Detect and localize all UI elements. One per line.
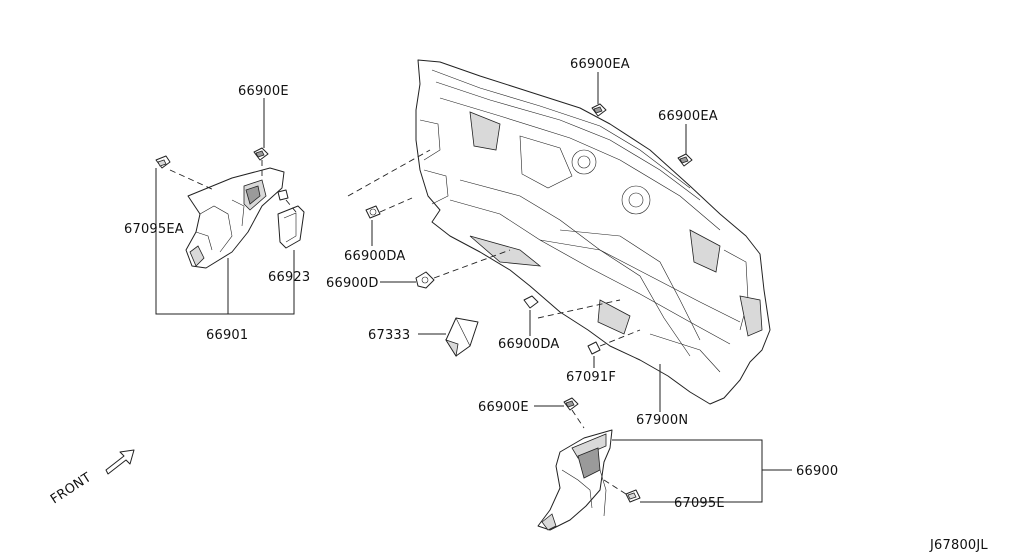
label-67095EA: 67095EA	[124, 222, 184, 237]
label-66901: 66901	[206, 328, 248, 343]
pad-67333	[445, 317, 479, 358]
label-67900N: 67900N	[636, 413, 688, 428]
clip-67095EA	[155, 155, 171, 169]
side-finisher-left	[185, 167, 285, 269]
clip-66900E-top	[253, 147, 269, 161]
clip-66900DA-1	[365, 205, 381, 219]
diagram-code: J67800JL	[929, 538, 988, 553]
side-finisher-right	[537, 429, 613, 531]
label-66900EA-1: 66900EA	[570, 57, 630, 72]
label-67333: 67333	[368, 328, 410, 343]
front-label: FRONT	[48, 470, 94, 507]
clip-66900E-bottom	[563, 397, 579, 411]
label-66923: 66923	[268, 270, 310, 285]
label-66900DA-2: 66900DA	[498, 337, 559, 352]
clip-66900D	[415, 271, 435, 289]
cover-66923	[277, 205, 305, 249]
label-66900DA-1: 66900DA	[344, 249, 405, 264]
clip-67091F	[587, 341, 601, 355]
front-arrow-icon	[105, 449, 135, 475]
label-67095E: 67095E	[674, 496, 725, 511]
label-66900E-bottom: 66900E	[478, 400, 529, 415]
clip-small-left	[277, 189, 289, 201]
clip-66900EA-2	[677, 153, 693, 167]
label-67091F: 67091F	[566, 370, 616, 385]
clip-67095E	[625, 489, 641, 503]
clip-66900EA-1	[591, 103, 607, 117]
label-66900: 66900	[796, 464, 838, 479]
label-66900D: 66900D	[326, 276, 379, 291]
dash-insulator	[415, 59, 771, 405]
clip-66900DA-2	[523, 295, 539, 309]
label-66900E-top: 66900E	[238, 84, 289, 99]
label-66900EA-2: 66900EA	[658, 109, 718, 124]
